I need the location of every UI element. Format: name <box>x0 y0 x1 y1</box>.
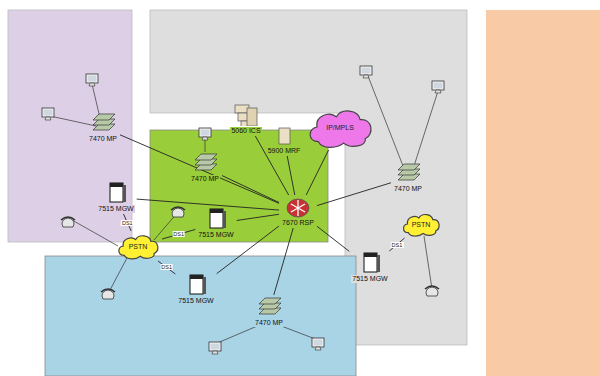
mp-icon <box>256 296 282 318</box>
mp-icon <box>90 112 116 134</box>
phone-icon <box>425 286 439 296</box>
region-orange <box>486 10 600 376</box>
network-link <box>222 176 279 203</box>
network-link <box>317 226 349 251</box>
link-label: DS1 <box>172 231 185 237</box>
pc-icon <box>209 342 221 354</box>
mgw-icon <box>357 252 383 274</box>
network-cloud: IP/MPLS <box>304 105 376 149</box>
pc-icon <box>86 74 98 86</box>
device-label: 7470 MP <box>393 185 423 193</box>
link-label: DS1 <box>391 242 404 248</box>
network-cloud: PSTN <box>115 232 161 260</box>
mgw-icon <box>203 208 229 230</box>
mgw-icon <box>183 274 209 296</box>
rsp-icon <box>285 196 311 218</box>
network-device: 7515 MGW <box>350 252 389 283</box>
pc-icon <box>432 81 444 93</box>
device-label: 5900 MRF <box>267 147 302 155</box>
device-label: 5060 ICS <box>230 127 261 135</box>
network-link <box>274 228 293 295</box>
mp-icon <box>192 152 218 174</box>
network-device: 7470 MP <box>253 296 285 327</box>
device-label: 7515 MGW <box>177 297 214 305</box>
pc-icon <box>42 108 54 120</box>
device-label: 7470 MP <box>254 319 284 327</box>
network-link <box>237 214 279 220</box>
pc-icon <box>199 128 211 140</box>
device-label: 7515 MGW <box>97 205 134 213</box>
region-blue <box>45 256 356 376</box>
network-device: 7515 MGW <box>176 274 215 305</box>
link-label: DS1 <box>121 220 134 226</box>
network-device: 7515 MGW <box>196 208 235 239</box>
network-link <box>137 199 279 210</box>
device-label: PSTN <box>412 221 431 228</box>
network-link <box>162 229 195 239</box>
device-label: 7670 RSP <box>281 219 315 227</box>
device-label: IP/MPLS <box>326 124 354 131</box>
link-label: DS1 <box>160 264 173 270</box>
device-label: 7470 MP <box>190 175 220 183</box>
device-label: PSTN <box>129 243 148 250</box>
device-label: 7470 MP <box>88 135 118 143</box>
phone-icon <box>171 207 185 217</box>
network-link <box>389 238 404 251</box>
phone-icon <box>61 217 75 227</box>
mgw-icon <box>103 182 129 204</box>
network-link <box>317 183 391 206</box>
network-device: 5060 ICS <box>229 104 262 135</box>
mrf-icon <box>271 124 297 146</box>
pc-icon <box>312 338 324 350</box>
network-device: 7515 MGW <box>96 182 135 213</box>
network-link <box>120 135 279 204</box>
network-link <box>158 261 175 274</box>
network-link <box>287 156 295 195</box>
network-cloud: PSTN <box>400 211 442 237</box>
access-wires <box>50 76 438 344</box>
network-link <box>306 150 328 195</box>
network-device: 7670 RSP <box>280 196 316 227</box>
network-device: 5900 MRF <box>266 124 303 155</box>
device-label: 7515 MGW <box>197 231 234 239</box>
network-device: 7470 MP <box>189 152 221 183</box>
pc-icon <box>360 66 372 78</box>
network-device: 7470 MP <box>392 162 424 193</box>
network-link <box>255 136 288 195</box>
mp-icon <box>395 162 421 184</box>
device-label: 7515 MGW <box>351 275 388 283</box>
phone-icon <box>101 289 115 299</box>
network-device: 7470 MP <box>87 112 119 143</box>
ics-icon <box>233 104 259 126</box>
